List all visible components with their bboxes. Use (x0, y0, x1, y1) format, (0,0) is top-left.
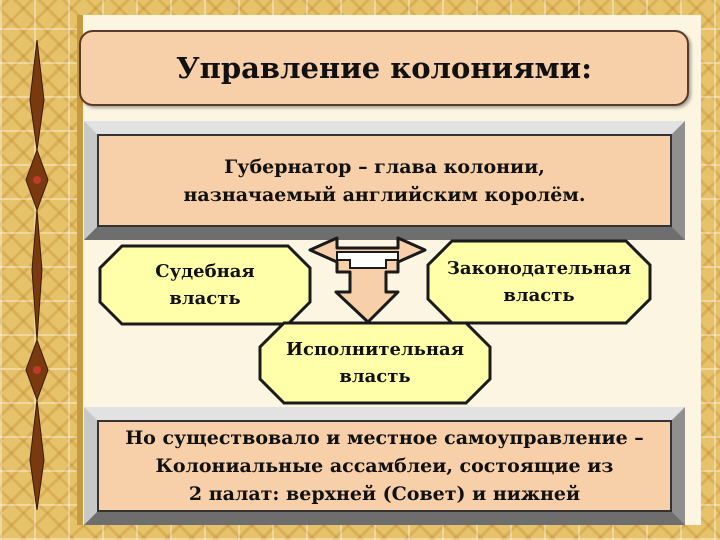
title-box: Управление колониями: (79, 30, 689, 106)
note-line-3: 2 палат: верхней (Совет) и нижней (188, 483, 581, 505)
t-arrow-icon (308, 236, 427, 324)
governor-line-1: Губернатор – глава колонии, (224, 155, 545, 178)
executive-octagon (258, 321, 492, 405)
self-government-box: Но существовало и местное самоуправление… (84, 407, 685, 525)
legislative-line-2: власть (503, 285, 575, 306)
legislative-label: Законодательная власть (428, 241, 650, 323)
note-line-2: Колониальные ассамблеи, состоящие из (155, 455, 614, 477)
judicial-label: Судебная власть (100, 246, 310, 324)
executive-line-2: власть (339, 366, 411, 387)
governor-line-2: назначаемый английским королём. (183, 183, 586, 206)
legislative-line-1: Законодательная (446, 258, 632, 279)
executive-label: Исполнительная власть (260, 323, 490, 403)
legislative-octagon (426, 239, 652, 325)
note-line-1: Но существовало и местное самоуправление… (125, 427, 644, 449)
page-title: Управление колониями: (176, 51, 592, 85)
dagger-ornament-icon (25, 40, 49, 510)
governor-box: Губернатор – глава колонии, назначаемый … (84, 121, 685, 240)
executive-line-1: Исполнительная (285, 339, 464, 360)
judicial-line-1: Судебная (155, 261, 255, 282)
judicial-line-2: власть (169, 288, 241, 309)
